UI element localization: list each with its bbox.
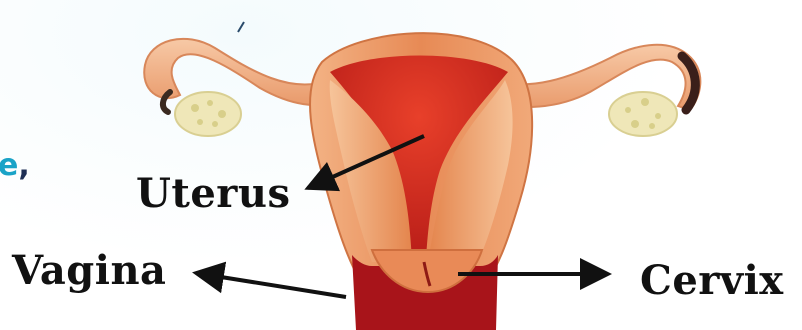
cervix-label: Cervix (640, 257, 784, 304)
fragment-letter: e (0, 148, 18, 183)
fragment-comma: , (18, 148, 29, 183)
vagina-label: Vagina (12, 247, 166, 294)
vagina-arrow (196, 273, 346, 297)
text-fragment: e, (0, 148, 30, 183)
uterus-label: Uterus (136, 170, 290, 217)
left-fimbriae (163, 92, 170, 112)
ink-mark (238, 22, 244, 32)
left-ovary (175, 92, 241, 136)
left-fallopian-tube (144, 39, 338, 105)
